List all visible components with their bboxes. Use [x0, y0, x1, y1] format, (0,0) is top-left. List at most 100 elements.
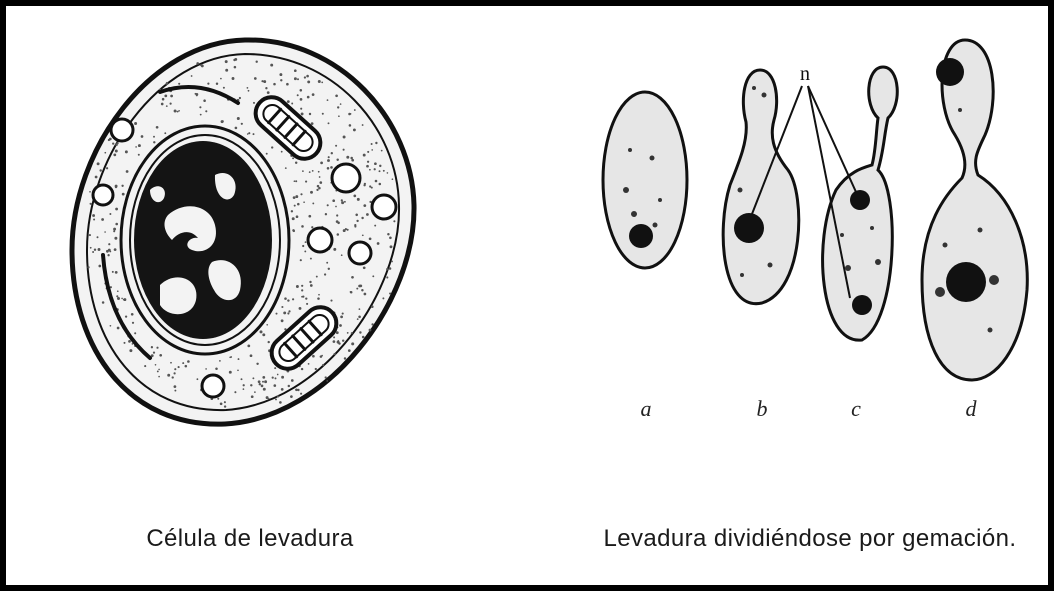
- stage-c-cell: [823, 67, 898, 340]
- granule: [256, 61, 258, 63]
- granule: [341, 254, 343, 256]
- granule: [280, 79, 282, 81]
- granule: [87, 266, 89, 268]
- granule: [295, 195, 298, 198]
- granule: [362, 234, 364, 236]
- vacuole: [111, 119, 133, 141]
- granule: [386, 268, 388, 270]
- granule: [114, 237, 117, 240]
- granule: [205, 110, 207, 112]
- granule: [321, 82, 323, 84]
- granule: [195, 93, 197, 95]
- granule: [301, 368, 303, 370]
- granule: [340, 316, 343, 319]
- granule: [264, 380, 267, 383]
- granule: [328, 268, 330, 270]
- granule: [343, 136, 346, 139]
- vacuole: [308, 228, 332, 252]
- granule: [273, 384, 276, 387]
- granule: [359, 285, 362, 288]
- granule: [300, 259, 302, 261]
- granule: [317, 297, 320, 300]
- granule: [295, 162, 297, 164]
- granule: [379, 170, 381, 172]
- granule: [393, 220, 395, 222]
- granule: [224, 401, 226, 403]
- granule: [102, 301, 105, 304]
- granule: [303, 201, 305, 203]
- granule: [347, 229, 349, 231]
- pointer-line: [808, 86, 856, 192]
- granule: [134, 332, 136, 334]
- granule: [258, 380, 261, 383]
- granule: [277, 374, 279, 376]
- granule: [225, 60, 228, 63]
- granule: [309, 171, 311, 173]
- granule: [241, 123, 243, 125]
- granule: [337, 341, 340, 344]
- granule: [156, 126, 159, 129]
- granule: [219, 360, 221, 362]
- granule: [334, 353, 336, 355]
- granule: [349, 124, 352, 127]
- granule: [318, 187, 321, 190]
- granule: [392, 178, 394, 180]
- granule: [336, 214, 338, 216]
- granule: [89, 191, 91, 193]
- granule: [247, 87, 249, 89]
- granule: [237, 117, 240, 120]
- granule: [299, 307, 302, 310]
- granule: [285, 167, 287, 169]
- cell-outline: [723, 70, 799, 304]
- granule: [267, 91, 270, 94]
- granule: [113, 230, 115, 232]
- granule: [125, 150, 128, 153]
- granule: [333, 336, 335, 338]
- granule: [121, 185, 123, 187]
- granule: [215, 367, 218, 370]
- granule: [113, 154, 116, 157]
- granule: [390, 245, 393, 248]
- granule: [335, 94, 338, 97]
- granule: [338, 115, 340, 117]
- granule: [281, 319, 284, 322]
- granule: [247, 345, 250, 348]
- granule: [294, 180, 296, 182]
- granule: [115, 271, 118, 274]
- granule: [167, 374, 170, 377]
- granule: [287, 100, 290, 103]
- granule: [333, 340, 336, 343]
- granule: [377, 242, 380, 245]
- granule: [386, 276, 388, 278]
- granule: [371, 305, 374, 308]
- granule: [331, 152, 333, 154]
- granule: [306, 303, 308, 305]
- granule: [297, 389, 299, 391]
- granule: [343, 149, 345, 151]
- granule: [364, 183, 366, 185]
- granule: [361, 217, 363, 219]
- granule: [98, 248, 101, 251]
- granule: [196, 378, 198, 380]
- granule: [263, 388, 266, 391]
- granule: [357, 318, 359, 320]
- granule: [138, 144, 141, 147]
- granule: [375, 142, 377, 144]
- granule: [354, 226, 356, 228]
- granule: [292, 157, 294, 159]
- granule: [295, 180, 297, 182]
- stage-label-c: c: [851, 396, 861, 421]
- granule: [316, 189, 318, 191]
- granule: [281, 376, 284, 379]
- granule: [221, 120, 224, 123]
- granule: [341, 201, 344, 204]
- granule: [138, 154, 140, 156]
- granule: [301, 296, 303, 298]
- granule: [307, 96, 310, 99]
- granule: [216, 83, 218, 85]
- granule: [316, 276, 318, 278]
- granule: [309, 281, 311, 283]
- granule: [318, 80, 321, 83]
